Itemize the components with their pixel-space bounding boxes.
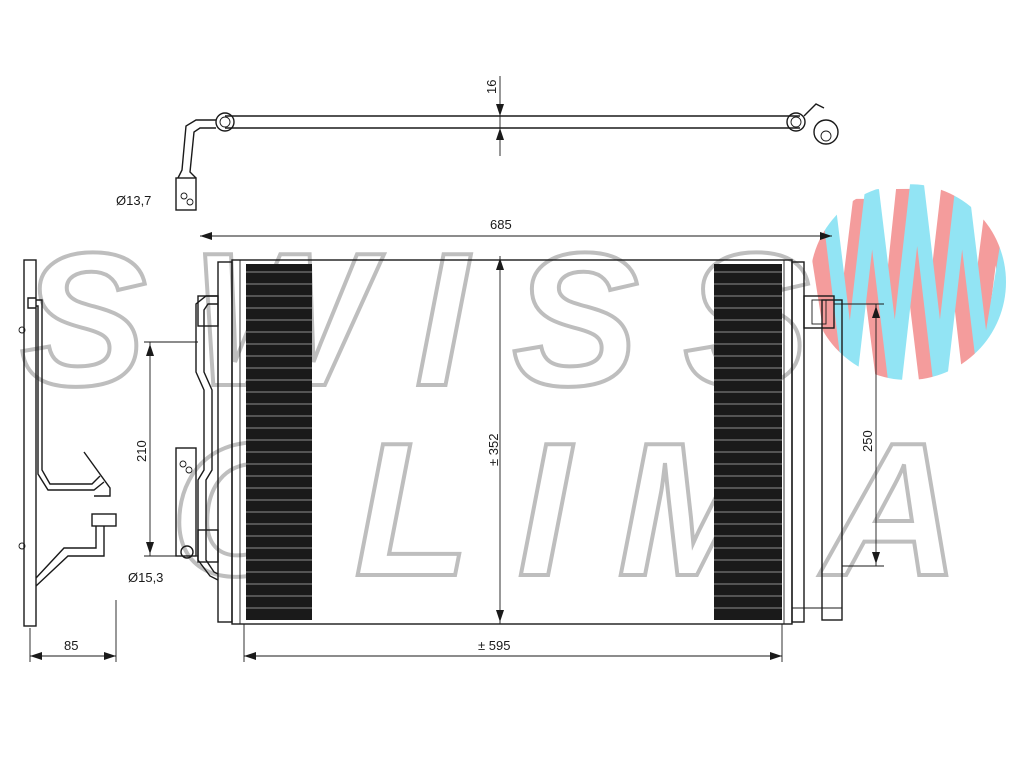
dimension-depth: 85: [29, 600, 117, 662]
dim-label-fitting-spacing-right: 250: [860, 430, 875, 452]
brand-logo-icon: [810, 184, 1006, 380]
dim-label-tube-height: 16: [484, 80, 499, 94]
side-view: [18, 259, 117, 627]
dimension-tube-height: 16: [484, 76, 504, 156]
dim-label-overall-width: 685: [490, 217, 512, 232]
dim-label-core-height: ± 352: [486, 434, 501, 466]
fin-block-left: [246, 264, 312, 620]
watermark-line1: SWISS: [20, 214, 810, 426]
condenser-core: [217, 259, 843, 625]
dim-label-fitting-spacing-left: 210: [134, 440, 149, 462]
dim-label-pipe-diameter-bottom: Ø15,3: [128, 570, 163, 585]
dimension-core-width: ± 595: [243, 624, 783, 662]
dim-label-core-width: ± 595: [478, 638, 510, 653]
dimension-overall-width: 685: [200, 217, 832, 240]
fin-block-right: [714, 264, 782, 620]
dimension-core-height: ± 352: [486, 256, 504, 624]
dimension-fitting-spacing-right: 250: [834, 303, 884, 567]
top-view-tube: [175, 103, 839, 211]
dimension-fitting-spacing-left: 210: [134, 341, 198, 557]
dim-label-pipe-diameter-top: Ø13,7: [116, 193, 151, 208]
dim-label-depth: 85: [64, 638, 78, 653]
